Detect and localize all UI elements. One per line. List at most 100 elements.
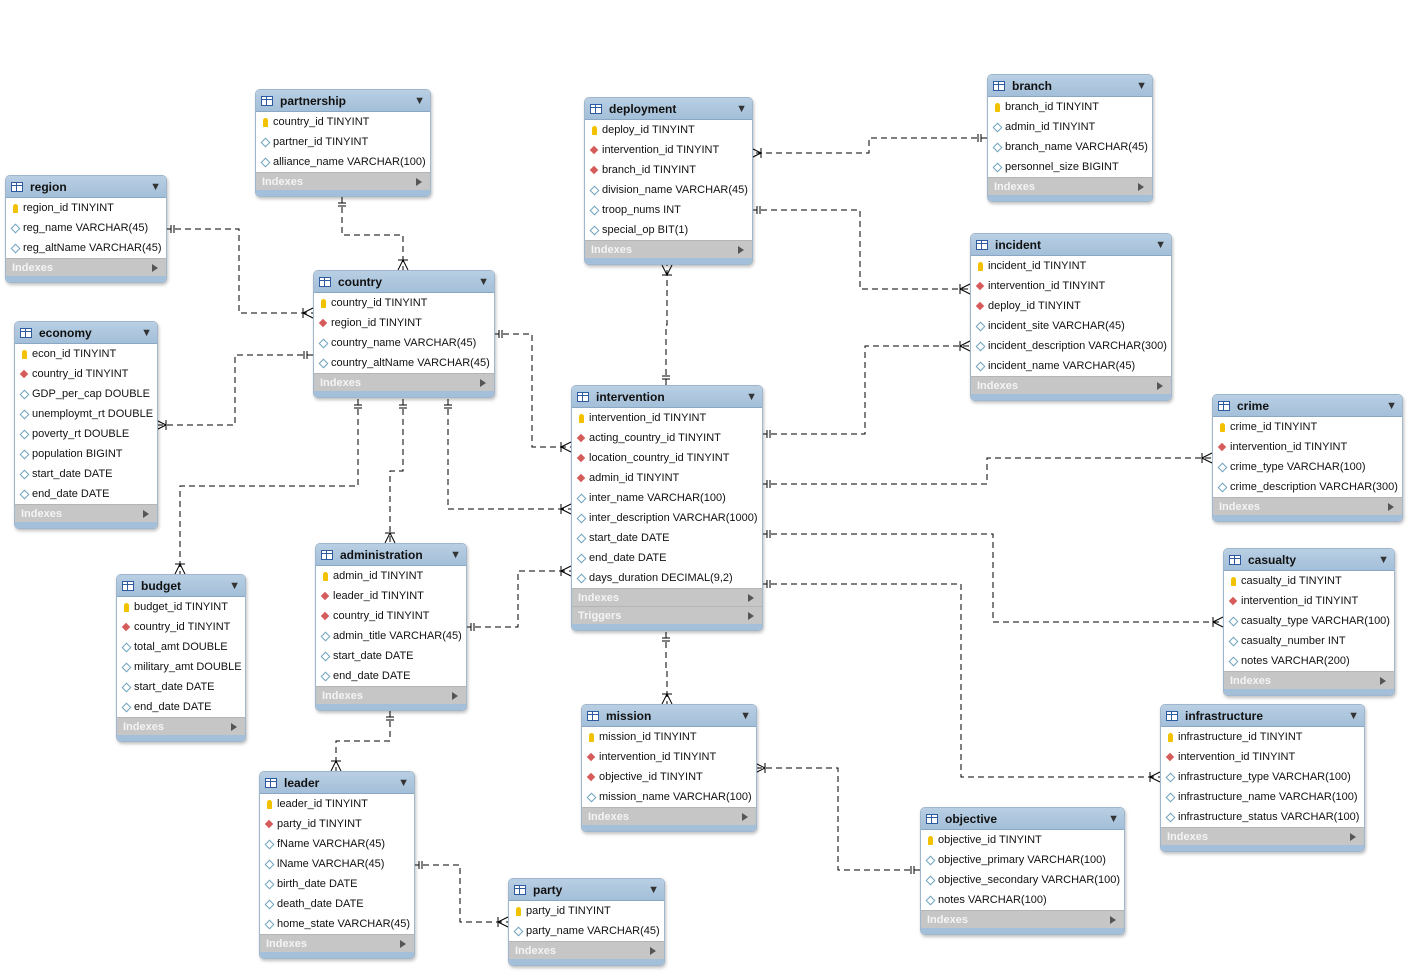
column-row[interactable]: start_date DATE: [15, 464, 157, 484]
section-indexes[interactable]: Indexes: [117, 717, 245, 735]
expand-arrow-icon[interactable]: [1138, 182, 1144, 191]
dropdown-arrow-icon[interactable]: ▼: [1386, 399, 1397, 412]
column-row[interactable]: admin_title VARCHAR(45): [316, 626, 466, 646]
table-header[interactable]: crime▼: [1213, 395, 1402, 417]
column-row[interactable]: country_id TINYINT: [117, 617, 245, 637]
column-row[interactable]: country_id TINYINT: [15, 364, 157, 384]
table-header[interactable]: party▼: [509, 879, 664, 901]
column-row[interactable]: incident_site VARCHAR(45): [971, 316, 1171, 336]
column-row[interactable]: location_country_id TINYINT: [572, 448, 762, 468]
column-row[interactable]: start_date DATE: [572, 528, 762, 548]
column-row[interactable]: intervention_id TINYINT: [1213, 437, 1402, 457]
column-row[interactable]: objective_id TINYINT: [582, 767, 756, 787]
dropdown-arrow-icon[interactable]: ▼: [141, 326, 152, 339]
column-row[interactable]: mission_name VARCHAR(100): [582, 787, 756, 807]
expand-arrow-icon[interactable]: [480, 378, 486, 387]
table-infrastructure[interactable]: infrastructure▼infrastructure_id TINYINT…: [1160, 704, 1365, 852]
section-indexes[interactable]: Indexes: [921, 910, 1124, 928]
column-row[interactable]: budget_id TINYINT: [117, 597, 245, 617]
column-row[interactable]: reg_name VARCHAR(45): [6, 218, 166, 238]
column-row[interactable]: population BIGINT: [15, 444, 157, 464]
dropdown-arrow-icon[interactable]: ▼: [736, 102, 747, 115]
expand-arrow-icon[interactable]: [143, 509, 149, 518]
column-row[interactable]: leader_id TINYINT: [260, 794, 414, 814]
section-indexes[interactable]: Indexes: [15, 504, 157, 522]
section-indexes[interactable]: Indexes: [1224, 671, 1394, 689]
column-row[interactable]: incident_name VARCHAR(45): [971, 356, 1171, 376]
dropdown-arrow-icon[interactable]: ▼: [1378, 553, 1389, 566]
dropdown-arrow-icon[interactable]: ▼: [150, 180, 161, 193]
table-header[interactable]: infrastructure▼: [1161, 705, 1364, 727]
table-header[interactable]: economy▼: [15, 322, 157, 344]
section-indexes[interactable]: Indexes: [572, 588, 762, 606]
dropdown-arrow-icon[interactable]: ▼: [1155, 238, 1166, 251]
expand-arrow-icon[interactable]: [400, 939, 406, 948]
column-row[interactable]: deploy_id TINYINT: [971, 296, 1171, 316]
column-row[interactable]: intervention_id TINYINT: [1161, 747, 1364, 767]
column-row[interactable]: econ_id TINYINT: [15, 344, 157, 364]
column-row[interactable]: death_date DATE: [260, 894, 414, 914]
column-row[interactable]: acting_country_id TINYINT: [572, 428, 762, 448]
expand-arrow-icon[interactable]: [452, 691, 458, 700]
column-row[interactable]: leader_id TINYINT: [316, 586, 466, 606]
expand-arrow-icon[interactable]: [748, 593, 754, 602]
section-indexes[interactable]: Indexes: [316, 686, 466, 704]
column-row[interactable]: poverty_rt DOUBLE: [15, 424, 157, 444]
column-row[interactable]: party_id TINYINT: [260, 814, 414, 834]
dropdown-arrow-icon[interactable]: ▼: [414, 94, 425, 107]
column-row[interactable]: notes VARCHAR(200): [1224, 651, 1394, 671]
column-row[interactable]: branch_id TINYINT: [585, 160, 752, 180]
expand-arrow-icon[interactable]: [1388, 502, 1394, 511]
column-row[interactable]: infrastructure_status VARCHAR(100): [1161, 807, 1364, 827]
column-row[interactable]: unemploymt_rt DOUBLE: [15, 404, 157, 424]
column-row[interactable]: party_id TINYINT: [509, 901, 664, 921]
section-triggers[interactable]: Triggers: [572, 606, 762, 624]
expand-arrow-icon[interactable]: [1110, 915, 1116, 924]
section-indexes[interactable]: Indexes: [585, 240, 752, 258]
column-row[interactable]: start_date DATE: [316, 646, 466, 666]
column-row[interactable]: country_id TINYINT: [256, 112, 430, 132]
table-header[interactable]: partnership▼: [256, 90, 430, 112]
column-row[interactable]: objective_id TINYINT: [921, 830, 1124, 850]
column-row[interactable]: end_date DATE: [572, 548, 762, 568]
dropdown-arrow-icon[interactable]: ▼: [1136, 79, 1147, 92]
column-row[interactable]: admin_id TINYINT: [572, 468, 762, 488]
column-row[interactable]: personnel_size BIGINT: [988, 157, 1152, 177]
column-row[interactable]: crime_id TINYINT: [1213, 417, 1402, 437]
column-row[interactable]: crime_description VARCHAR(300): [1213, 477, 1402, 497]
column-row[interactable]: deploy_id TINYINT: [585, 120, 752, 140]
section-indexes[interactable]: Indexes: [509, 941, 664, 959]
dropdown-arrow-icon[interactable]: ▼: [1348, 709, 1359, 722]
column-row[interactable]: lName VARCHAR(45): [260, 854, 414, 874]
table-header[interactable]: administration▼: [316, 544, 466, 566]
column-row[interactable]: admin_id TINYINT: [316, 566, 466, 586]
column-row[interactable]: infrastructure_type VARCHAR(100): [1161, 767, 1364, 787]
column-row[interactable]: region_id TINYINT: [6, 198, 166, 218]
column-row[interactable]: fName VARCHAR(45): [260, 834, 414, 854]
section-indexes[interactable]: Indexes: [6, 258, 166, 276]
column-row[interactable]: country_id TINYINT: [314, 293, 494, 313]
table-header[interactable]: budget▼: [117, 575, 245, 597]
column-row[interactable]: infrastructure_id TINYINT: [1161, 727, 1364, 747]
column-row[interactable]: country_name VARCHAR(45): [314, 333, 494, 353]
dropdown-arrow-icon[interactable]: ▼: [746, 390, 757, 403]
column-row[interactable]: casualty_type VARCHAR(100): [1224, 611, 1394, 631]
expand-arrow-icon[interactable]: [152, 263, 158, 272]
column-row[interactable]: military_amt DOUBLE: [117, 657, 245, 677]
section-indexes[interactable]: Indexes: [314, 373, 494, 391]
column-row[interactable]: intervention_id TINYINT: [585, 140, 752, 160]
table-header[interactable]: branch▼: [988, 75, 1152, 97]
expand-arrow-icon[interactable]: [231, 722, 237, 731]
table-header[interactable]: intervention▼: [572, 386, 762, 408]
dropdown-arrow-icon[interactable]: ▼: [229, 579, 240, 592]
